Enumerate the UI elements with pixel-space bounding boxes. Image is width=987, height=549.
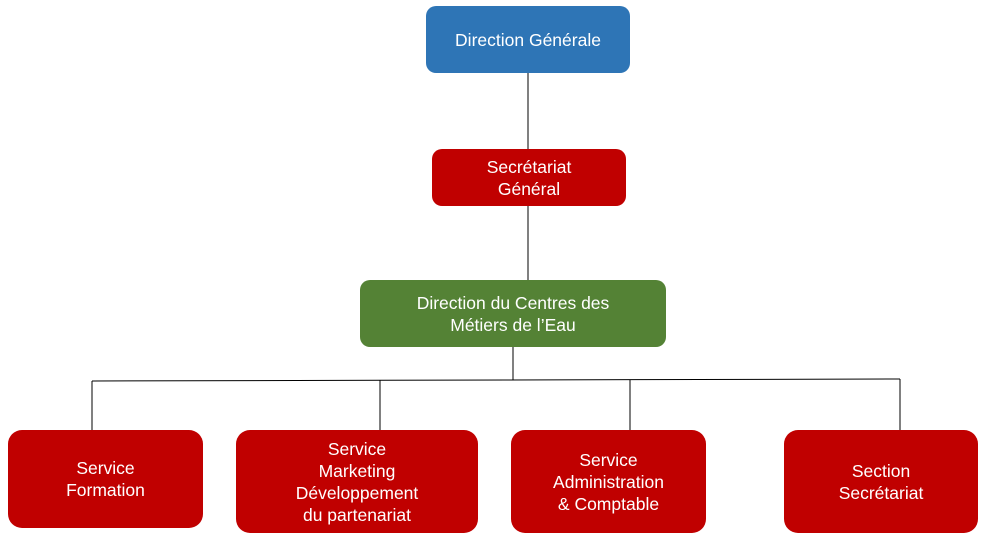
node-service-administration: Service Administration & Comptable (511, 430, 706, 533)
node-direction-generale: Direction Générale (426, 6, 630, 73)
node-secretariat-general: Secrétariat Général (432, 149, 626, 206)
node-section-secretariat: Section Secrétariat (784, 430, 978, 533)
node-service-marketing: Service Marketing Développement du parte… (236, 430, 478, 533)
node-service-formation: Service Formation (8, 430, 203, 528)
connector-bus (91, 378, 901, 382)
node-direction-centres-metiers: Direction du Centres des Métiers de l’Ea… (360, 280, 666, 347)
